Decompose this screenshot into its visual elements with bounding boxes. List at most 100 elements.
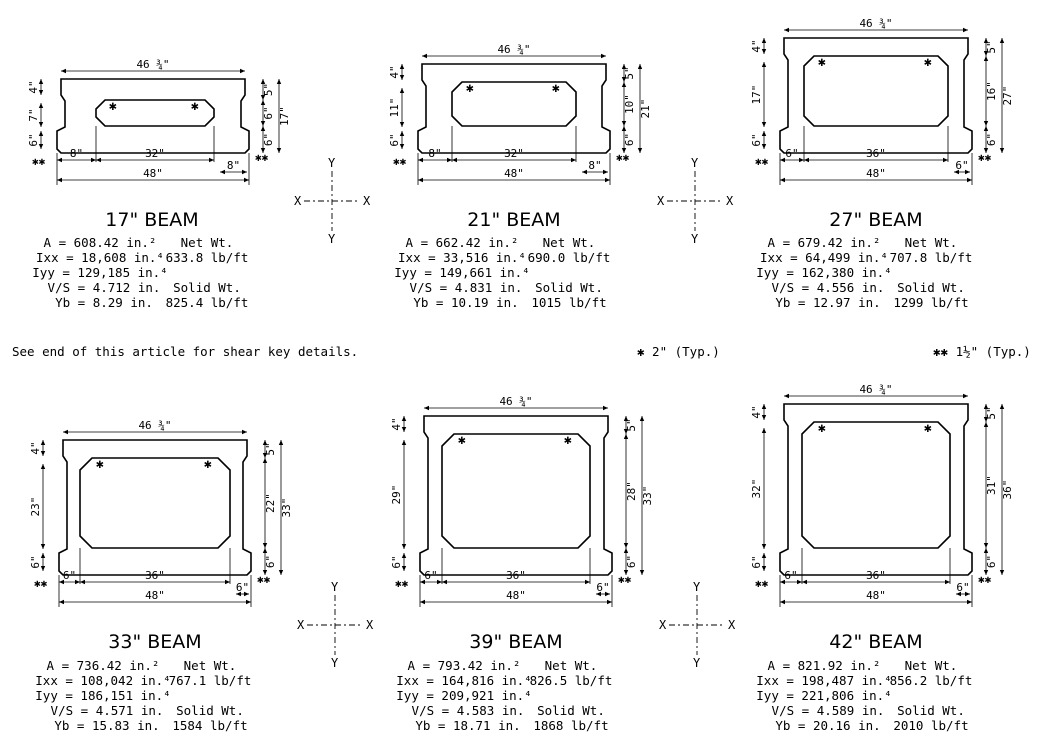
- y-axis-label: Y: [691, 156, 699, 170]
- arrowhead: [603, 405, 608, 411]
- arrowhead: [91, 157, 96, 163]
- double-star-mark: ✱✱: [755, 577, 769, 590]
- net-weight-label: Net Wt.: [181, 235, 234, 250]
- right-top-dim-label: 5": [264, 442, 277, 455]
- edge-dim-label: 6": [785, 147, 798, 160]
- single-star-mark: ✱: [109, 99, 117, 114]
- arrowhead: [983, 148, 989, 153]
- arrowhead: [761, 544, 767, 549]
- arrowhead: [621, 82, 627, 87]
- arrowhead: [954, 169, 959, 175]
- right-top-dim-label: 5": [985, 406, 998, 419]
- arrowhead: [260, 148, 266, 153]
- solid-weight-value: 2010 lb/ft: [893, 718, 968, 733]
- arrowhead: [418, 157, 423, 163]
- arrowhead: [452, 157, 457, 163]
- void-outline: [801, 421, 951, 549]
- vs-value: V/S = 4.589 in.: [772, 703, 885, 718]
- arrowhead: [260, 95, 266, 100]
- arrowhead: [983, 404, 989, 409]
- right-mid-dim-label: 31": [985, 475, 998, 495]
- arrowhead: [582, 169, 587, 175]
- arrowhead: [623, 570, 629, 575]
- iyy-value: Iyy = 209,921 in.⁴: [396, 688, 531, 703]
- single-star-mark: ✱: [818, 421, 826, 436]
- void-height-dim-label: 29": [390, 485, 403, 505]
- arrowhead: [40, 566, 46, 571]
- bottom-width-dim-label: 48": [866, 167, 886, 180]
- beam-outline: [779, 37, 973, 154]
- void-width-dim-label: 32": [145, 147, 165, 160]
- bottom-width-dim-label: 48": [143, 167, 163, 180]
- ixx-value: Ixx = 18,608 in.⁴: [36, 250, 164, 265]
- x-axis-label: X: [366, 618, 374, 632]
- beam-title: 39" BEAM: [469, 631, 562, 653]
- arrowhead: [621, 148, 627, 153]
- arrowhead: [38, 122, 44, 127]
- arrowhead: [999, 38, 1005, 43]
- solid-weight-label: Solid Wt.: [535, 280, 603, 295]
- arrowhead: [278, 440, 284, 445]
- net-weight-value: 707.8 lb/ft: [890, 250, 973, 265]
- arrowhead: [236, 591, 241, 597]
- vs-value: V/S = 4.712 in.: [48, 280, 161, 295]
- solid-weight-label: Solid Wt.: [173, 280, 241, 295]
- iyy-value: Iyy = 129,185 in.⁴: [32, 265, 167, 280]
- beam-title: 17" BEAM: [105, 209, 198, 231]
- arrowhead: [75, 579, 80, 585]
- beam-21-section: ✱✱✱✱✱✱46 ¾"8"32"48"8"4"11"6"5"10"6"21"21…: [388, 43, 652, 310]
- void-outline: [95, 99, 215, 127]
- area-value: A = 821.92 in.²: [768, 658, 881, 673]
- arrowhead: [784, 393, 789, 399]
- right-top-dim-label: 5": [625, 418, 638, 431]
- single-star-mark: ✱: [564, 433, 572, 448]
- arrowhead: [623, 416, 629, 421]
- arrowhead: [244, 177, 249, 183]
- area-value: A = 793.42 in.²: [408, 658, 521, 673]
- arrowhead: [983, 417, 989, 422]
- right-bottom-dim-label: 6": [985, 133, 998, 146]
- arrowhead: [999, 570, 1005, 575]
- x-axis-label: X: [657, 194, 665, 208]
- right-bottom-dim-label: 6": [262, 133, 275, 146]
- arrowhead: [442, 579, 447, 585]
- overall-height-dim-label: 27": [1001, 86, 1014, 106]
- edge-right-dim-label: 8": [227, 159, 240, 172]
- arrowhead: [40, 451, 46, 456]
- edge-right-dim-label: 6": [596, 581, 609, 594]
- solid-weight-value: 1584 lb/ft: [172, 718, 247, 733]
- beam-outline: [417, 63, 611, 154]
- iyy-value: Iyy = 162,380 in.⁴: [756, 265, 891, 280]
- single-star-mark: ✱: [458, 433, 466, 448]
- y-axis-label: Y: [693, 580, 701, 594]
- arrowhead: [623, 429, 629, 434]
- single-star-mark: ✱: [191, 99, 199, 114]
- arrowhead: [225, 579, 230, 585]
- beam-27-section: ✱✱✱✱✱✱46 ¾"6"36"48"6"4"17"6"5"16"6"27"27…: [750, 17, 1014, 310]
- arrowhead: [965, 591, 970, 597]
- top-flange-dim-label: 4": [750, 39, 763, 52]
- solid-weight-value: 1015 lb/ft: [531, 295, 606, 310]
- vs-value: V/S = 4.571 in.: [51, 703, 164, 718]
- net-weight-value: 826.5 lb/ft: [530, 673, 613, 688]
- arrowhead: [637, 148, 643, 153]
- right-mid-dim-label: 16": [985, 81, 998, 101]
- arrowhead: [401, 544, 407, 549]
- edge-dim-label: 8": [428, 147, 441, 160]
- void-outline: [441, 433, 591, 549]
- arrowhead: [262, 570, 268, 575]
- void-outline: [803, 55, 949, 127]
- arrowhead: [38, 79, 44, 84]
- arrowhead: [983, 38, 989, 43]
- net-weight-value: 856.2 lb/ft: [890, 673, 973, 688]
- solid-weight-label: Solid Wt.: [897, 280, 965, 295]
- bottom-width-dim-label: 48": [145, 589, 165, 602]
- arrowhead: [420, 579, 425, 585]
- arrowhead: [571, 157, 576, 163]
- overall-height-dim-label: 36": [1001, 480, 1014, 500]
- arrowhead: [983, 543, 989, 548]
- arrowhead: [40, 440, 46, 445]
- arrowhead: [601, 53, 606, 59]
- double-star-mark: ✱✱: [255, 151, 269, 164]
